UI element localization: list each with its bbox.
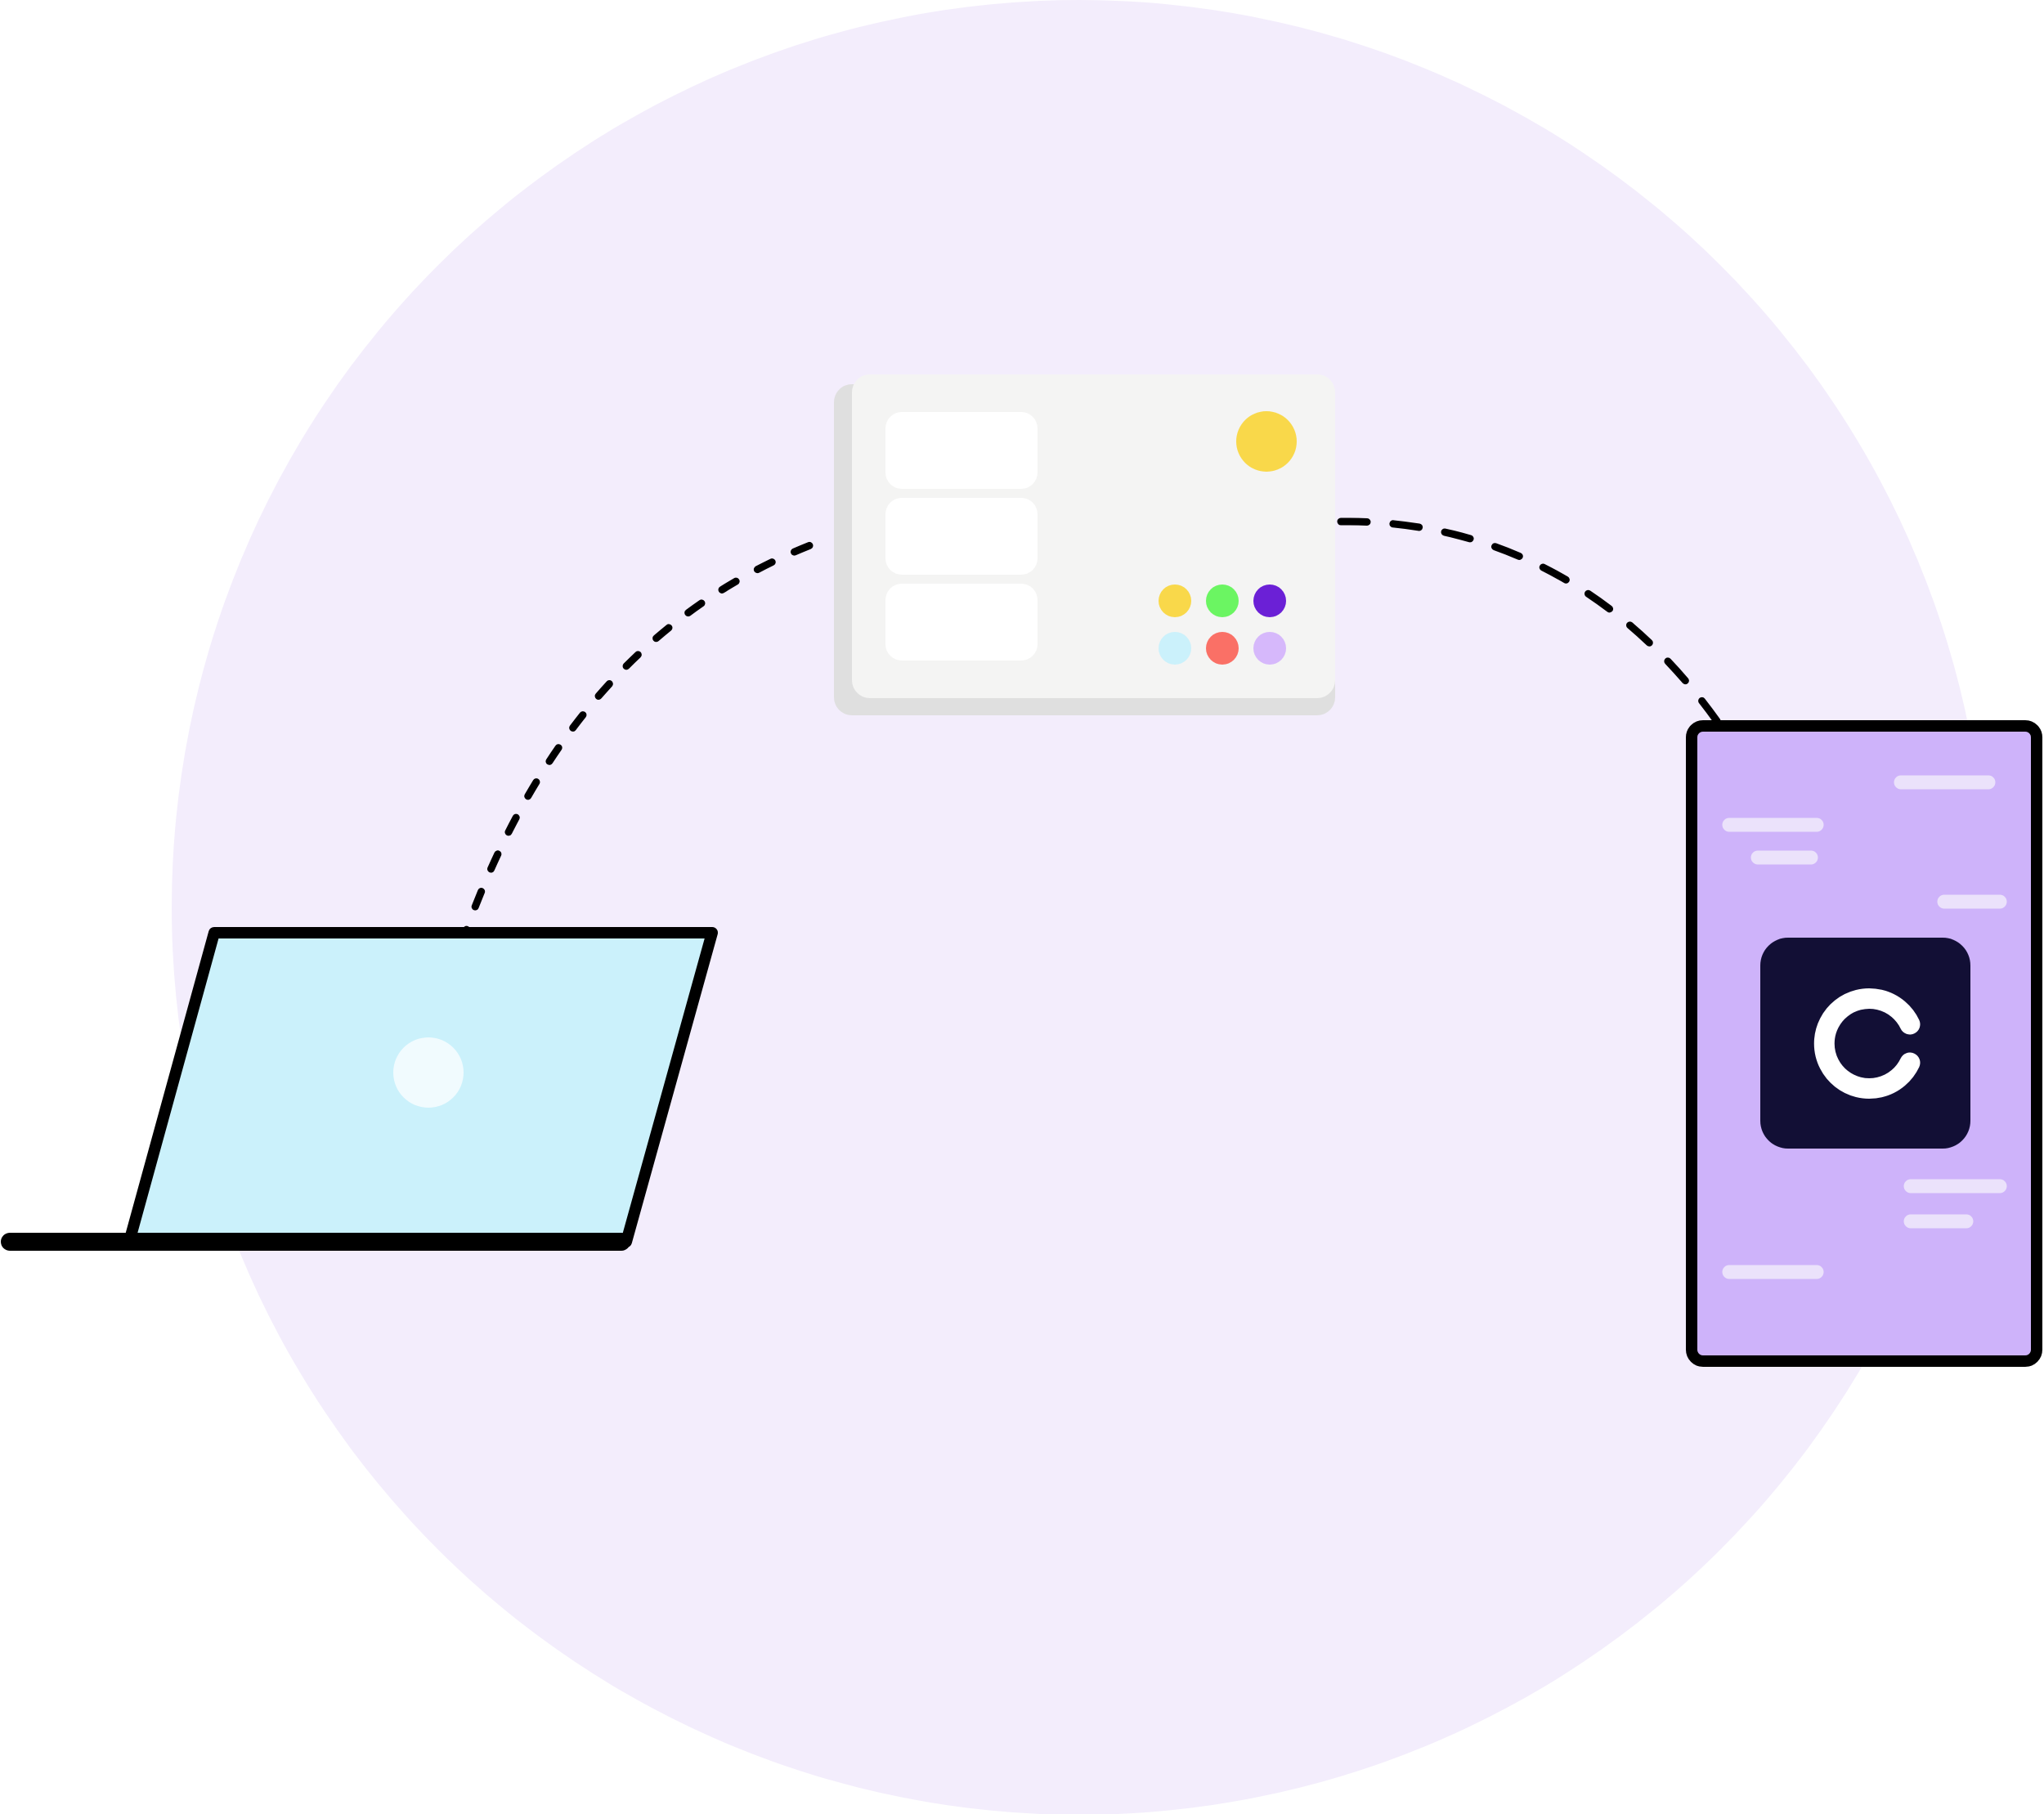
background-circle	[172, 0, 1987, 1814]
palette-dot	[1159, 632, 1191, 665]
dashboard-card-icon	[834, 374, 1335, 715]
palette-dot	[1206, 632, 1239, 665]
phone-icon	[1686, 720, 2042, 1367]
app-tile	[1760, 938, 1970, 1149]
palette-dot	[1206, 585, 1239, 617]
palette-dot	[1253, 632, 1286, 665]
card-list-item	[885, 412, 1038, 489]
laptop-icon	[1, 927, 718, 1251]
ring-logo-icon	[1813, 988, 1921, 1099]
palette-dot	[1253, 585, 1286, 617]
phone-content-lines	[1722, 775, 2007, 1279]
card-list-item	[885, 498, 1038, 575]
color-palette	[1159, 585, 1286, 665]
palette-dot	[1159, 585, 1191, 617]
card-avatar	[1236, 411, 1297, 472]
dashed-connection-card-to-phone	[1337, 517, 1721, 725]
cursor-dot	[393, 1037, 464, 1108]
card-list-item	[885, 584, 1038, 661]
